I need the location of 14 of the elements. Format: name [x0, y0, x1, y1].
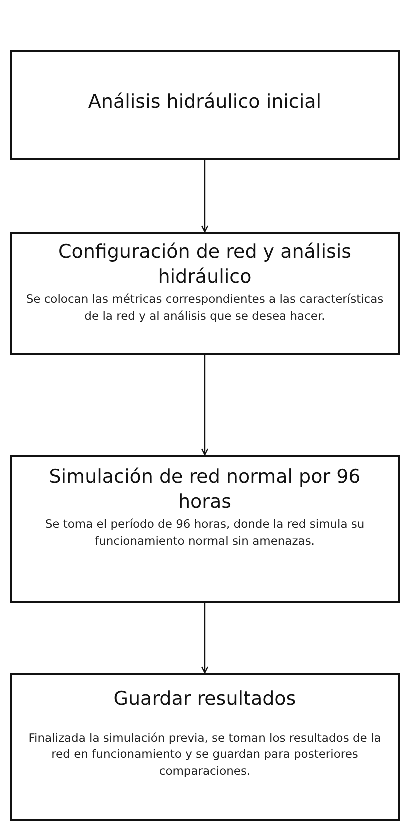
- process-box: [10, 673, 400, 821]
- step-title: Análisis hidráulico inicial: [88, 90, 322, 114]
- step-description: Se colocan las métricas correspondientes a las características de la red y al análisis que se desea hacer.: [25, 291, 385, 325]
- arrow: [201, 160, 209, 233]
- step-description: Finalizada la simulación previa, se toman los resultados de la red en funcionamiento y se guardan para posteriores comparaciones.: [28, 730, 382, 780]
- step-description: Se toma el período de 96 horas, donde la red simula su funcionamiento normal sin amenazas.: [44, 516, 366, 550]
- process-box: [10, 50, 400, 160]
- arrow: [201, 603, 209, 674]
- process-box: [10, 455, 400, 603]
- step-title: Configuración de red y análisis hidráulico: [57, 240, 353, 290]
- step-title: Guardar resultados: [114, 687, 296, 712]
- process-box: [10, 232, 400, 355]
- arrow: [201, 355, 209, 456]
- step-title: Simulación de red normal por 96 horas: [48, 465, 362, 514]
